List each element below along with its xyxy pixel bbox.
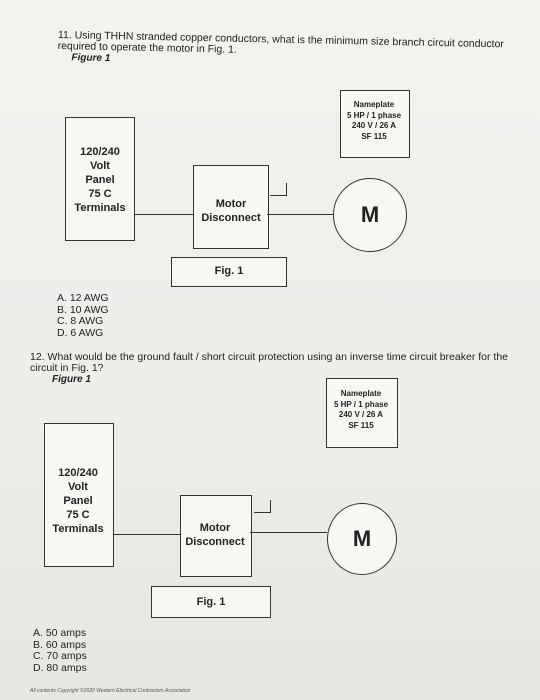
- motor-symbol-q12: M: [327, 503, 397, 575]
- fig-label-q11: Fig. 1: [214, 265, 244, 277]
- nameplate-label-q11: Nameplate 5 HP / 1 phase 240 V / 26 A SF…: [346, 100, 402, 141]
- panel-label-q11: 120/240 Volt Panel 75 C Terminals: [74, 146, 126, 214]
- question-11-figure-ref: Figure 1: [71, 52, 111, 65]
- wire-panel-to-disconnect-q11: [134, 214, 193, 216]
- question-12-body: What would be the ground fault / short c…: [30, 351, 509, 374]
- wire-disconnect-to-motor-q12: [250, 532, 327, 534]
- fig-label-box-q11: [171, 257, 287, 287]
- motor-symbol-q11: M: [333, 178, 407, 252]
- nameplate-box-q11: [340, 90, 410, 158]
- answers-q12: A. 50 amps B. 60 amps C. 70 amps D. 80 a…: [33, 627, 87, 674]
- disconnect-label-q11: Motor Disconnect: [201, 198, 261, 224]
- answer-q12-d[interactable]: D. 80 amps: [33, 661, 87, 674]
- answer-q12-c[interactable]: C. 70 amps: [33, 650, 87, 662]
- switch-vertical-q12: [270, 500, 272, 512]
- motor-letter-q12: M: [352, 526, 372, 551]
- switch-horizontal-q12: [254, 512, 271, 514]
- panel-box-q12: [44, 423, 114, 567]
- answers-q11: A. 12 AWG B. 10 AWG C. 8 AWG D. 6 AWG: [57, 292, 109, 339]
- wire-panel-to-disconnect-q12: [113, 534, 180, 536]
- nameplate-box-q12: [326, 378, 398, 448]
- wire-disconnect-to-motor-q11: [267, 214, 333, 216]
- question-12-figure-ref: Figure 1: [52, 374, 91, 385]
- question-12-number: 12.: [30, 351, 45, 363]
- panel-label-q12: 120/240 Volt Panel 75 C Terminals: [52, 467, 104, 535]
- question-11-body: Using THHN stranded copper conductors, w…: [57, 29, 505, 56]
- answer-q12-a[interactable]: A. 50 amps: [33, 627, 87, 639]
- answer-q11-c[interactable]: C. 8 AWG: [57, 315, 104, 327]
- answer-q11-a[interactable]: A. 12 AWG: [57, 292, 109, 304]
- switch-horizontal-q11: [270, 195, 287, 197]
- answer-q12-b[interactable]: B. 60 amps: [33, 638, 87, 651]
- nameplate-label-q12: Nameplate 5 HP / 1 phase 240 V / 26 A SF…: [333, 389, 389, 430]
- disconnect-box-q11: [193, 165, 269, 249]
- disconnect-label-q12: Motor Disconnect: [185, 522, 245, 548]
- disconnect-box-q12: [180, 495, 252, 577]
- panel-box-q11: [65, 117, 135, 241]
- question-11-text: 11. Using THHN stranded copper conductor…: [57, 29, 508, 72]
- answer-q11-d[interactable]: D. 6 AWG: [57, 326, 104, 339]
- motor-letter-q11: M: [360, 202, 380, 227]
- switch-vertical-q11: [286, 183, 288, 195]
- question-12-text: 12. What would be the ground fault / sho…: [30, 351, 510, 386]
- answer-q11-b[interactable]: B. 10 AWG: [57, 303, 109, 316]
- fig-label-box-q12: [151, 586, 271, 618]
- copyright-footer: All contents Copyright ©2020 Western Ele…: [30, 688, 191, 694]
- fig-label-q12: Fig. 1: [196, 596, 226, 608]
